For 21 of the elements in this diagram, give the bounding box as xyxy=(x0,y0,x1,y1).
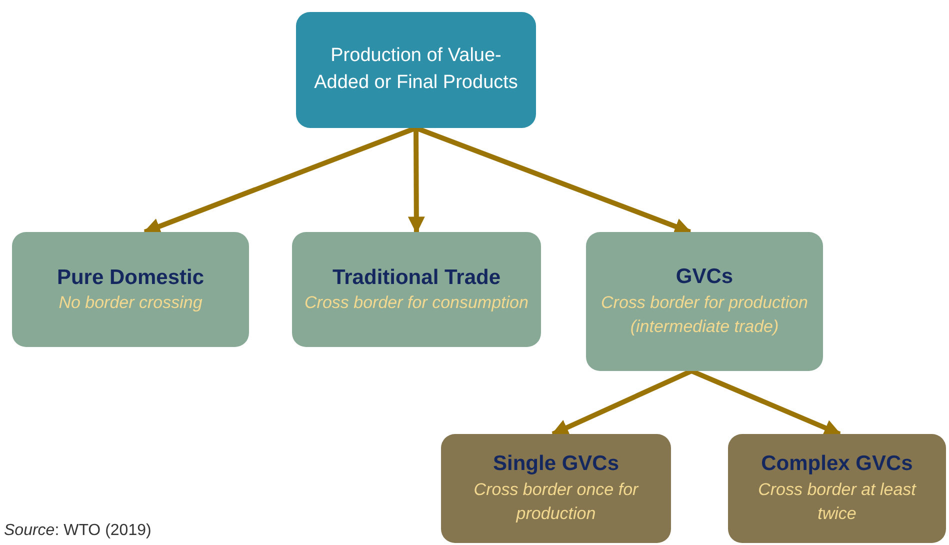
arrow xyxy=(551,368,693,436)
node-title: GVCs xyxy=(676,264,734,290)
root-box xyxy=(296,12,536,128)
category-box xyxy=(292,232,541,347)
node-description: Cross border for consumption xyxy=(304,292,528,314)
category-box xyxy=(441,434,671,543)
node-title: Single GVCs xyxy=(492,451,620,478)
node-description: Cross border for production (intermediate trade) xyxy=(600,292,809,338)
category-box xyxy=(728,434,946,543)
node-description: Cross border at least twice xyxy=(757,478,918,526)
node-title: Pure Domestic xyxy=(56,264,204,291)
node-title: Production of Value-Added or Final Products xyxy=(313,44,519,95)
category-box xyxy=(12,232,249,347)
node-title: Traditional Trade xyxy=(332,264,501,291)
arrow xyxy=(408,128,425,234)
arrow xyxy=(690,368,842,436)
source-note: Source: WTO (2019) xyxy=(4,522,152,540)
node-description: No border crossing xyxy=(58,292,202,314)
category-box xyxy=(586,232,823,371)
node-title: Complex GVCs xyxy=(761,451,913,478)
node-description: Cross border once for production xyxy=(472,478,640,526)
